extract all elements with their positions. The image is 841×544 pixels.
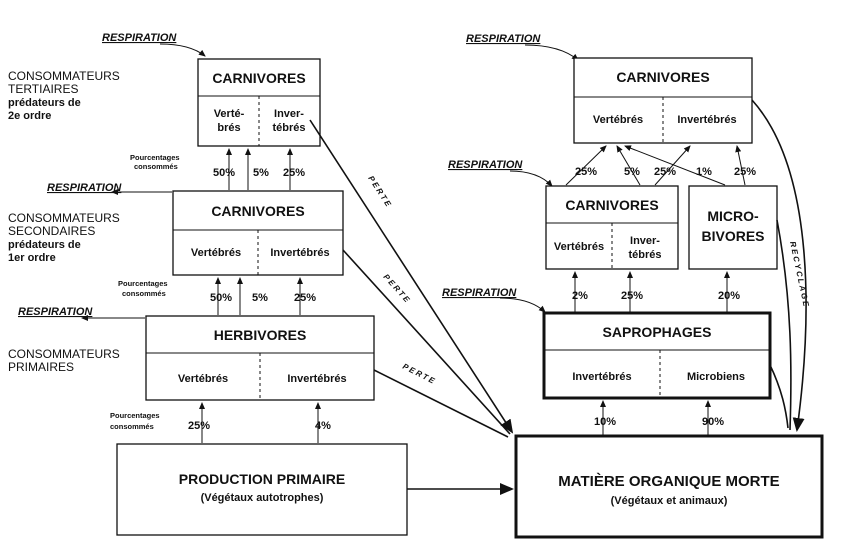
mom-title: MATIÈRE ORGANIQUE MORTE — [558, 473, 779, 490]
mom-sub: (Végétaux et animaux) — [611, 495, 728, 507]
respiration-label-left-1: RESPIRATION — [102, 32, 177, 44]
box-right-carnivores-secondary: CARNIVORES Vertébrés Inver- tébrés — [545, 185, 679, 270]
micro-title-2: BIVORES — [701, 228, 764, 244]
arrow-right-top-3 — [654, 145, 691, 186]
level-label-tertiary: CONSOMMATEURS TERTIAIRES prédateurs de 2… — [8, 69, 120, 122]
box-left-carnivores-secondary: CARNIVORES Vertébrés Invertébrés — [172, 190, 344, 276]
respiration-label-right-2: RESPIRATION — [448, 159, 523, 171]
level-secondary-line3: prédateurs de — [8, 239, 81, 251]
respiration-label-left-3: RESPIRATION — [18, 306, 93, 318]
right-pct-mid-2: 25% — [621, 290, 643, 302]
left-pct-mid-3: 25% — [294, 292, 316, 304]
respiration-arrow-right-2 — [509, 170, 553, 187]
level-tertiary-line4: 2e ordre — [8, 110, 51, 122]
right-pct-mid-3: 20% — [718, 290, 740, 302]
right-carn3-title: CARNIVORES — [616, 69, 709, 85]
right-carn2-title: CARNIVORES — [565, 197, 658, 213]
level-tertiary-line2: TERTIAIRES — [8, 82, 78, 96]
recyclage-label: RECYCLAGE — [788, 241, 811, 310]
respiration-arrow-right-1 — [524, 44, 579, 61]
level-tertiary-line3: prédateurs de — [8, 97, 81, 109]
micro-title-1: MICRO- — [707, 208, 759, 224]
box-production-primaire: PRODUCTION PRIMAIRE (Végétaux autotrophe… — [116, 443, 408, 536]
right-carn3-a: Vertébrés — [593, 114, 643, 126]
level-secondary-line2: SECONDAIRES — [8, 224, 95, 238]
level-secondary-line1: CONSOMMATEURS — [8, 211, 120, 225]
left-herb-a: Vertébrés — [178, 373, 228, 385]
perte-arrow-1 — [309, 119, 514, 434]
right-carn3-b: Invertébrés — [677, 114, 736, 126]
pct-label-left-1-line2: consommés — [134, 162, 178, 171]
right-pct-top-5: 25% — [734, 166, 756, 178]
recyclage-arrow-3 — [769, 364, 789, 429]
right-pct-top-1: 25% — [575, 166, 597, 178]
right-pct-top-4: 1% — [696, 166, 712, 178]
left-herb-b: Invertébrés — [287, 373, 346, 385]
box-saprophages: SAPROPHAGES Invertébrés Microbiens — [542, 311, 772, 400]
right-carn2-b1: Inver- — [630, 235, 660, 247]
perte-label-3: PERTE — [401, 362, 438, 387]
level-primary-line2: PRIMAIRES — [8, 360, 74, 374]
right-pct-bot-1: 10% — [594, 416, 616, 428]
left-carn3-b2: tébrés — [272, 122, 305, 134]
right-carn2-b2: tébrés — [628, 249, 661, 261]
sapro-a: Invertébrés — [572, 371, 631, 383]
level-label-secondary: CONSOMMATEURS SECONDAIRES prédateurs de … — [8, 211, 120, 264]
left-pct-top-3: 25% — [283, 167, 305, 179]
left-carn3-b1: Inver- — [274, 108, 304, 120]
left-pct-bot-1: 25% — [188, 420, 210, 432]
right-pct-bot-2: 90% — [702, 416, 724, 428]
level-secondary-line4: 1er ordre — [8, 252, 56, 264]
arrow-right-top-2 — [616, 145, 641, 186]
right-pct-top-2: 5% — [624, 166, 640, 178]
left-carn3-title: CARNIVORES — [212, 70, 305, 86]
pct-label-left-3-line1: Pourcentages — [110, 411, 160, 420]
left-pct-mid-2: 5% — [252, 292, 268, 304]
respiration-label-left-2: RESPIRATION — [47, 182, 122, 194]
prod-sub: (Végétaux autotrophes) — [201, 492, 324, 504]
left-herb-title: HERBIVORES — [214, 327, 307, 343]
arrow-right-top-4 — [624, 145, 726, 186]
perte-arrow-2 — [342, 249, 511, 435]
level-tertiary-line1: CONSOMMATEURS — [8, 69, 120, 83]
level-label-primary: CONSOMMATEURS PRIMAIRES — [8, 347, 120, 374]
box-microbivores: MICRO- BIVORES — [688, 185, 778, 270]
sapro-b: Microbiens — [687, 371, 745, 383]
pct-label-left-2-line1: Pourcentages — [118, 279, 168, 288]
left-carn3-a1: Verté- — [214, 108, 245, 120]
respiration-label-right-3: RESPIRATION — [442, 287, 517, 299]
box-left-herbivores: HERBIVORES Vertébrés Invertébrés — [145, 315, 375, 401]
left-pct-bot-2: 4% — [315, 420, 331, 432]
left-carn2-a: Vertébrés — [191, 247, 241, 259]
respiration-arrow-left-1 — [159, 43, 206, 57]
right-carn2-a: Vertébrés — [554, 241, 604, 253]
left-carn2-title: CARNIVORES — [211, 203, 304, 219]
recyclage-arrow-2 — [776, 219, 792, 431]
respiration-arrow-right-3 — [499, 297, 546, 313]
pct-label-left-2-line2: consommés — [122, 289, 166, 298]
perte-arrow-3 — [373, 369, 509, 438]
left-pct-top-2: 5% — [253, 167, 269, 179]
arrow-right-top-1 — [565, 145, 607, 186]
box-left-carnivores-tertiary: CARNIVORES Verté- brés Inver- tébrés — [197, 58, 321, 147]
perte-label-1: PERTE — [366, 174, 393, 210]
pct-label-left-3-line2: consommés — [110, 422, 154, 431]
box-right-carnivores-tertiary: CARNIVORES Vertébrés Invertébrés — [573, 57, 753, 144]
pct-label-left-1-line1: Pourcentages — [130, 153, 180, 162]
arrow-right-top-5 — [735, 145, 746, 186]
left-pct-top-1: 50% — [213, 167, 235, 179]
recyclage-arrow-1 — [751, 99, 807, 432]
level-primary-line1: CONSOMMATEURS — [8, 347, 120, 361]
left-pct-mid-1: 50% — [210, 292, 232, 304]
sapro-title: SAPROPHAGES — [603, 324, 712, 340]
perte-label-2: PERTE — [382, 272, 413, 305]
prod-title: PRODUCTION PRIMAIRE — [179, 471, 345, 487]
right-pct-top-3: 25% — [654, 166, 676, 178]
box-matiere-organique-morte: MATIÈRE ORGANIQUE MORTE (Végétaux et ani… — [514, 434, 824, 539]
left-carn2-b: Invertébrés — [270, 247, 329, 259]
right-pct-mid-1: 2% — [572, 290, 588, 302]
respiration-label-right-1: RESPIRATION — [466, 33, 541, 45]
left-carn3-a2: brés — [217, 122, 240, 134]
